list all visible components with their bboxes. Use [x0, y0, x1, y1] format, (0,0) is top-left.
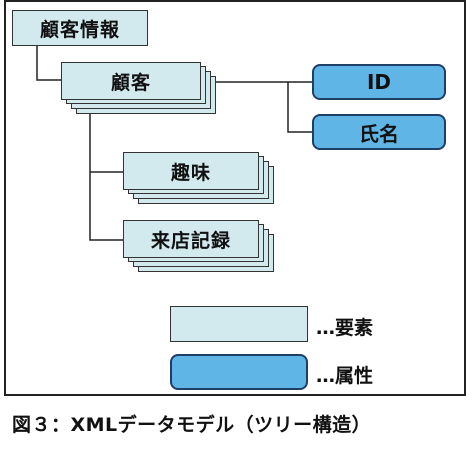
attribute-name-label: 氏名 [359, 121, 399, 146]
legend-attribute-swatch [170, 354, 308, 390]
attribute-id-label: ID [366, 70, 392, 94]
legend-element-swatch [170, 306, 308, 342]
hobby-element-label: 趣味 [170, 161, 211, 184]
root-element-node: 顧客情報 [12, 10, 148, 46]
figure-caption: 図３：XMLデータモデル（ツリー構造） [12, 414, 372, 436]
customer-element-node: 顧客 [61, 62, 201, 100]
legend-attribute-label: …属性 [316, 365, 374, 387]
visit-record-element-node: 来店記録 [123, 220, 259, 258]
root-element-label: 顧客情報 [39, 18, 120, 41]
connector-customer-name [287, 82, 312, 133]
attribute-id-node: ID [312, 64, 446, 100]
hobby-element-node: 趣味 [123, 152, 259, 190]
visit-record-element-label: 来店記録 [150, 229, 231, 252]
connector-customer-children [89, 110, 124, 241]
customer-element-label: 顧客 [110, 71, 151, 94]
attribute-name-node: 氏名 [312, 114, 446, 150]
legend-element-label: …要素 [316, 317, 374, 339]
connector-root-customer [36, 46, 64, 81]
